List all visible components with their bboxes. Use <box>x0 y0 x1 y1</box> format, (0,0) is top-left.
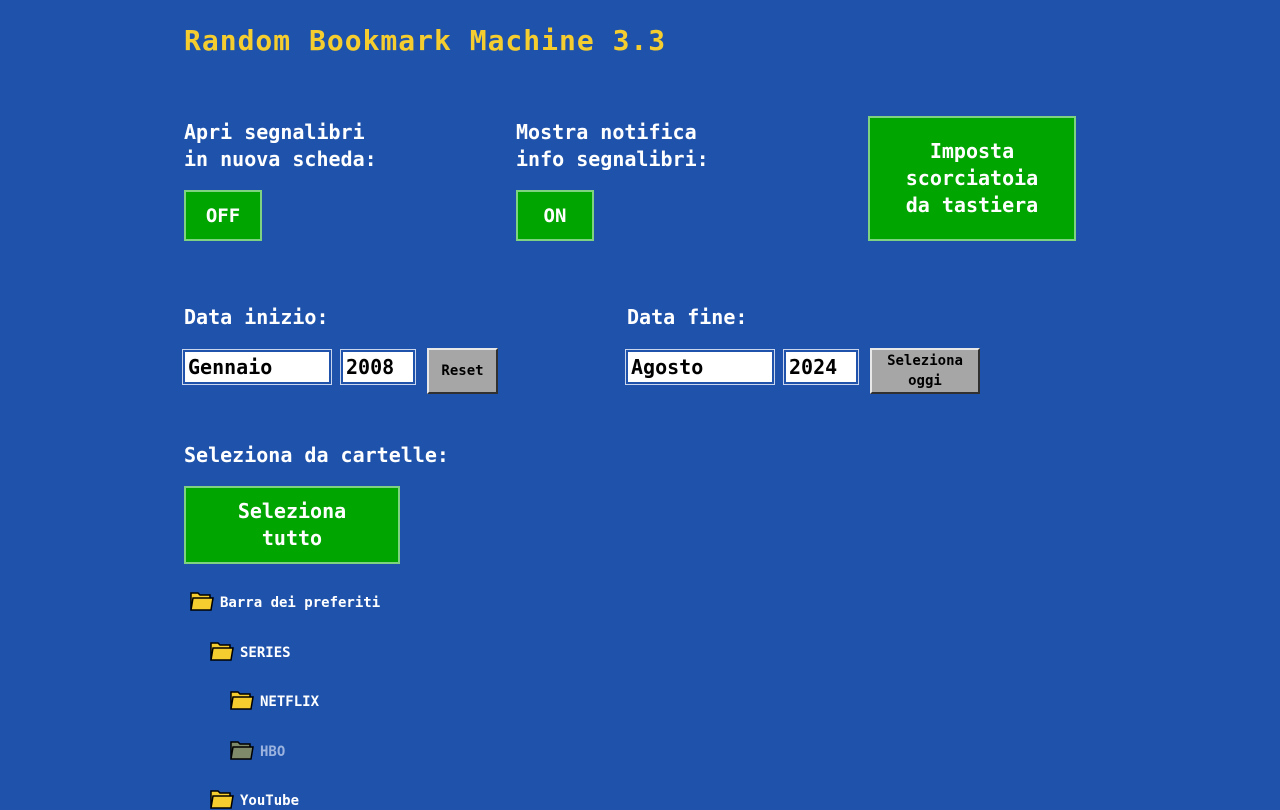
folder-icon <box>210 790 234 809</box>
folder-icon <box>190 592 214 611</box>
folder-icon <box>230 691 254 710</box>
select-all-label: Seleziona tutto <box>237 499 347 550</box>
folder-disabled-icon <box>230 740 254 760</box>
app-title: Random Bookmark Machine 3.3 <box>184 24 667 57</box>
folders-section-label: Seleziona da cartelle: <box>184 443 449 467</box>
folder-name: Barra dei preferiti <box>220 595 381 611</box>
start-date-label: Data inizio: <box>184 305 329 329</box>
reset-date-button[interactable]: Reset <box>427 348 498 394</box>
show-info-label: Mostra notifica info segnalibri: <box>516 120 709 171</box>
set-keyboard-shortcut-label: Imposta scorciatoia da tastiera <box>905 139 1039 217</box>
folder-name: YouTube <box>240 793 300 809</box>
folder-tree-item[interactable]: NETFLIX <box>230 683 319 711</box>
folder-tree-item[interactable]: Barra dei preferiti <box>190 584 380 612</box>
open-new-tab-label: Apri segnalibri in nuova scheda: <box>184 120 377 171</box>
open-new-tab-toggle[interactable]: OFF <box>184 190 262 241</box>
show-info-toggle[interactable]: ON <box>516 190 594 241</box>
folder-tree-item[interactable]: YouTube <box>210 782 299 810</box>
select-today-label: Seleziona oggi <box>887 353 963 389</box>
folder-icon <box>210 641 234 661</box>
select-all-button[interactable]: Seleziona tutto <box>184 486 400 564</box>
select-today-button[interactable]: Seleziona oggi <box>870 348 980 394</box>
start-month-field[interactable] <box>182 349 332 385</box>
folder-name: NETFLIX <box>260 694 320 710</box>
end-month-field[interactable] <box>625 349 775 385</box>
end-year-field[interactable] <box>783 349 859 385</box>
set-keyboard-shortcut-button[interactable]: Imposta scorciatoia da tastiera <box>868 116 1076 241</box>
end-date-label: Data fine: <box>627 305 748 329</box>
folder-tree-item[interactable]: HBO <box>230 733 285 761</box>
folder-name: HBO <box>260 743 286 760</box>
folder-tree-item[interactable]: SERIES <box>210 634 291 662</box>
start-year-field[interactable] <box>340 349 416 385</box>
folder-name: SERIES <box>240 644 291 661</box>
